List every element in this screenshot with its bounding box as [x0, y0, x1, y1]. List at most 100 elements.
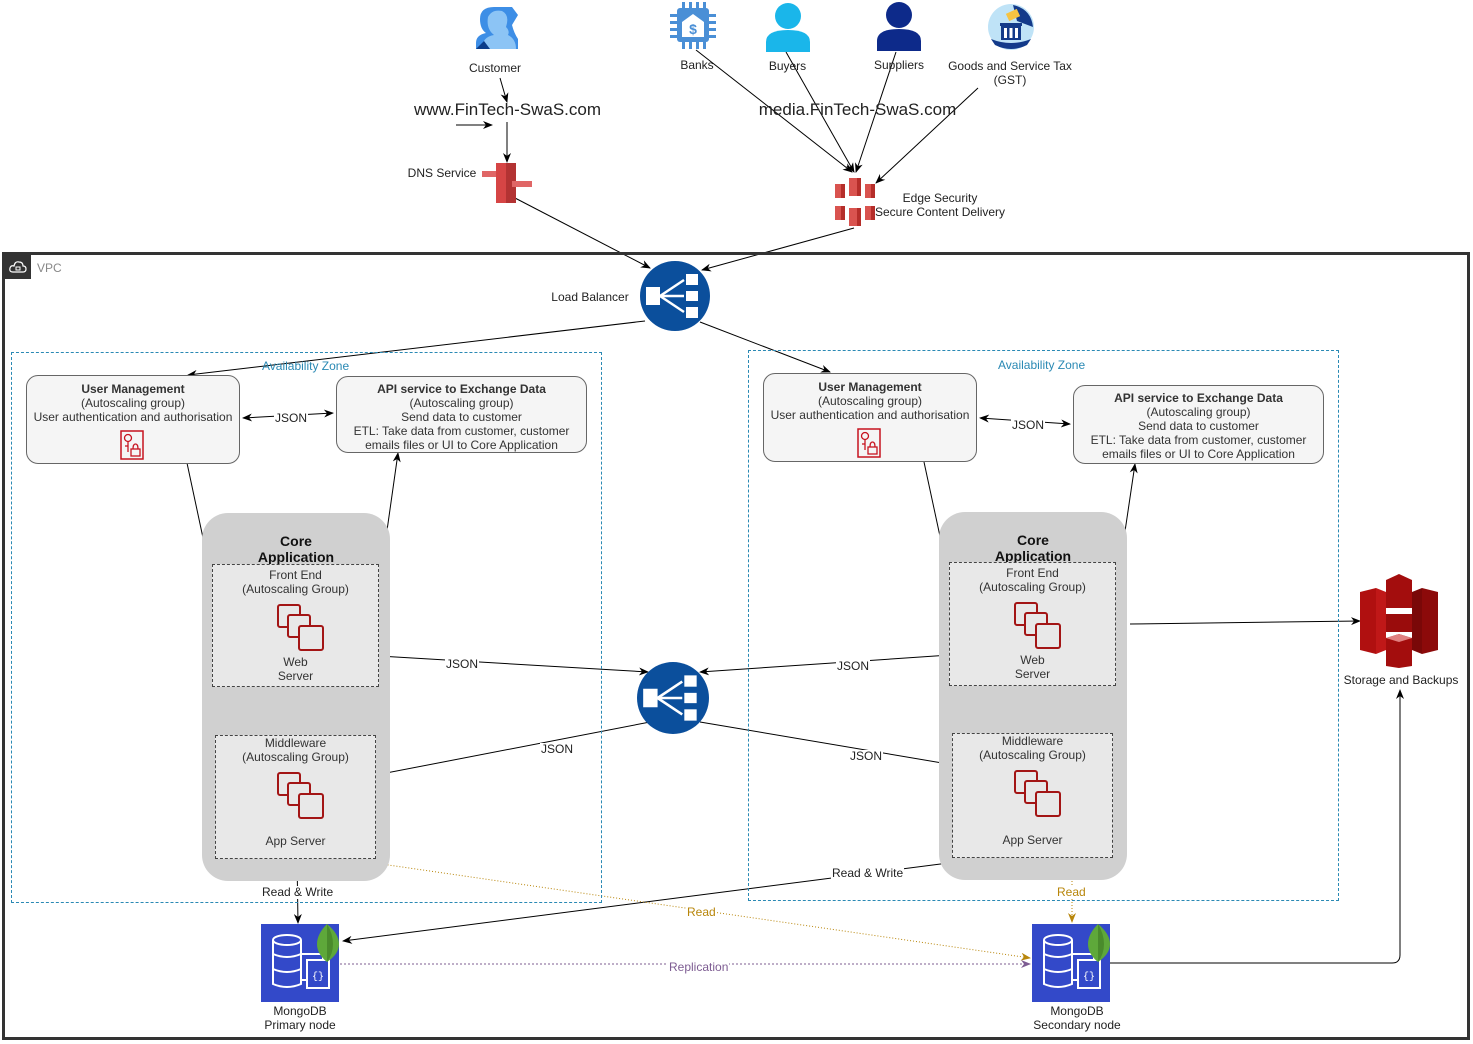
mongodb-secondary-line2: Secondary node [1033, 1018, 1121, 1032]
json-label-fe2-ilb: JSON [836, 659, 871, 673]
suppliers-label: Suppliers [873, 58, 925, 72]
mongodb-primary-line2: Primary node [264, 1018, 336, 1032]
load-balancer-icon[interactable] [640, 261, 710, 331]
edge-fe2-storage [1129, 617, 1361, 626]
gst-label-line2: (GST) [993, 73, 1027, 87]
middleware-1-title: Middleware [264, 736, 327, 750]
front-end-2-title: Front End [1006, 566, 1059, 580]
mongodb-secondary-line1: MongoDB [1050, 1004, 1104, 1018]
user-management-1-desc: User authentication and authorisation [33, 410, 233, 424]
api-service-2[interactable]: API service to Exchange Data (Autoscalin… [1073, 385, 1324, 464]
edge-banks-edge [695, 49, 853, 173]
user-management-1-title: User Management [81, 382, 185, 396]
read-write-label-1: Read & Write [261, 885, 335, 899]
api-service-2-line1: (Autoscaling group) [1146, 405, 1251, 419]
edge-ilb-mw2 [699, 721, 955, 768]
buyers-icon [764, 2, 812, 52]
key-lock-icon [120, 430, 144, 463]
json-label-fe1-ilb: JSON [445, 657, 480, 671]
edge-customer-www [499, 77, 509, 103]
json-label-um-api-2: JSON [1011, 418, 1046, 432]
web-server-2-label: Web [1020, 653, 1045, 667]
edge-gst-edge [875, 87, 979, 184]
front-end-1-title: Front End [269, 568, 322, 582]
web-server-1-label2: Server [277, 669, 314, 683]
gst-tax-icon [987, 3, 1035, 51]
dns-service-label: DNS Service [407, 166, 477, 180]
middleware-group-2[interactable]: Middleware(Autoscaling Group) App Server [952, 733, 1113, 858]
availability-zone-2-label: Availability Zone [998, 358, 1086, 372]
customer-label: Customer [468, 61, 521, 75]
edge-lb-usermgmt-2 [699, 321, 831, 373]
edge-mw1-secondary-read [339, 857, 1031, 961]
buyers-label: Buyers [768, 59, 807, 73]
api-service-1-title: API service to Exchange Data [377, 382, 546, 396]
www-domain[interactable]: www.FinTech-SwaS.com [413, 100, 602, 119]
edge-buyers-edge [785, 51, 855, 173]
dns-service-icon [482, 163, 532, 203]
api-service-1-line3: ETL: Take data from customer, customer [353, 424, 570, 438]
app-server-instances-icon [276, 771, 326, 824]
vpc-cloud-lock-icon [5, 255, 31, 279]
app-server-2-label: App Server [1002, 833, 1063, 847]
key-lock-icon [857, 428, 881, 461]
read-label-2: Read [1056, 885, 1087, 899]
web-server-instances-icon [1013, 601, 1063, 654]
web-server-2-label2: Server [1014, 667, 1051, 681]
edge-security-line2: Secure Content Delivery [874, 205, 1006, 219]
web-server-1-label: Web [283, 655, 308, 669]
middleware-1-subtitle: (Autoscaling Group) [242, 750, 349, 764]
storage-backups-label: Storage and Backups [1343, 673, 1459, 687]
svg-text:{}: {} [312, 971, 324, 983]
banks-icon: $ [668, 2, 718, 52]
web-server-instances-icon [276, 603, 326, 656]
mongodb-primary-line1: MongoDB [273, 1004, 327, 1018]
front-end-1-subtitle: (Autoscaling Group) [242, 582, 349, 596]
json-label-ilb-mw1: JSON [540, 742, 575, 756]
svg-text:{}: {} [1083, 971, 1095, 983]
edge-ilb-mw1 [375, 721, 651, 778]
edge-security-line1: Edge Security [902, 191, 978, 205]
user-management-2-title: User Management [818, 380, 922, 394]
storage-backups-icon[interactable] [1360, 574, 1438, 668]
json-label-ilb-mw2: JSON [849, 749, 884, 763]
api-service-1[interactable]: API service to Exchange Data (Autoscalin… [336, 376, 587, 453]
edge-fe1-ilb [377, 655, 649, 676]
availability-zone-2 [748, 350, 1339, 901]
user-management-1[interactable]: User Management (Autoscaling group) User… [26, 375, 240, 464]
api-service-1-line4: emails files or UI to Core Application [365, 438, 558, 452]
user-management-2-desc: User authentication and authorisation [770, 408, 970, 422]
api-service-1-line1: (Autoscaling group) [409, 396, 514, 410]
vpc-label: VPC [37, 261, 62, 275]
availability-zone-1-label: Availability Zone [262, 359, 350, 373]
banks-label: Banks [680, 58, 714, 72]
middleware-2-title: Middleware [1001, 734, 1064, 748]
internal-load-balancer-icon[interactable] [637, 662, 709, 734]
edge-edge-lb [701, 227, 855, 272]
read-write-label-2: Read & Write [831, 866, 905, 880]
gst-label-line1: Goods and Service Tax [948, 59, 1072, 73]
user-management-2[interactable]: User Management (Autoscaling group) User… [763, 373, 977, 462]
customer-icon [472, 3, 520, 51]
edge-dns-lb [514, 197, 651, 269]
json-label-um-api-1: JSON [274, 411, 309, 425]
svg-text:$: $ [689, 21, 697, 37]
vpc-container: VPC [2, 252, 1470, 1040]
edge-secondary-storage [1110, 689, 1404, 964]
mongodb-primary-icon[interactable]: {} [261, 924, 341, 1002]
media-domain[interactable]: media.FinTech-SwaS.com [758, 100, 957, 119]
availability-zone-1 [11, 352, 602, 903]
app-server-1-label: App Server [265, 834, 326, 848]
edge-suppliers-edge [855, 51, 897, 173]
api-service-2-title: API service to Exchange Data [1114, 391, 1283, 405]
edge-fe2-ilb [699, 654, 951, 676]
replication-label: Replication [668, 960, 730, 974]
user-management-2-subtitle: (Autoscaling group) [817, 394, 923, 408]
mongodb-secondary-icon[interactable]: {} [1032, 924, 1112, 1002]
suppliers-icon [875, 1, 923, 51]
middleware-group-1[interactable]: Middleware(Autoscaling Group) App Server [215, 735, 376, 859]
api-service-2-line2: Send data to customer [1138, 419, 1259, 433]
